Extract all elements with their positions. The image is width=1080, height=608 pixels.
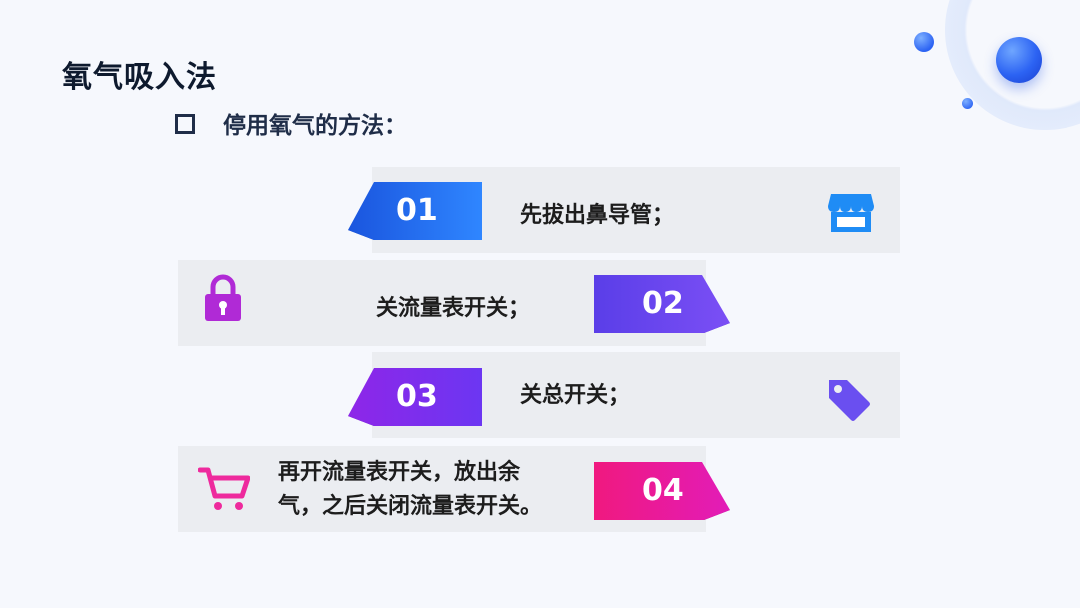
subtitle: 停用氧气的方法：	[175, 106, 407, 140]
step-1-number: 01	[396, 193, 438, 228]
step-3-number: 03	[396, 379, 438, 414]
lock-icon	[205, 274, 241, 321]
decor-ball-large	[996, 37, 1042, 83]
step-4-text-line1: 再开流量表开关，放出余	[278, 460, 521, 485]
step-4-text: 再开流量表开关，放出余 气，之后关闭流量表开关。	[278, 456, 542, 524]
store-icon	[828, 194, 874, 232]
step-4-text-line2: 气，之后关闭流量表开关。	[278, 494, 543, 519]
step-1-text: 先拔出鼻导管；	[520, 203, 675, 228]
step-4-tab	[594, 462, 730, 520]
cart-icon	[198, 467, 250, 510]
decor-ball-small	[962, 98, 973, 109]
step-3-text: 关总开关；	[520, 383, 631, 408]
step-2-tab	[594, 275, 730, 333]
decor-ball-medium	[914, 32, 934, 52]
step-2-text: 关流量表开关；	[376, 296, 531, 321]
slide-title: 氧气吸入法	[62, 60, 217, 95]
subtitle-text: 停用氧气的方法：	[223, 113, 407, 139]
step-4-number: 04	[642, 473, 684, 508]
step-3-tab	[348, 368, 482, 426]
step-1-tab	[348, 182, 482, 240]
tag-icon	[829, 380, 870, 421]
step-2-number: 02	[642, 286, 684, 321]
square-bullet-icon	[175, 114, 195, 134]
